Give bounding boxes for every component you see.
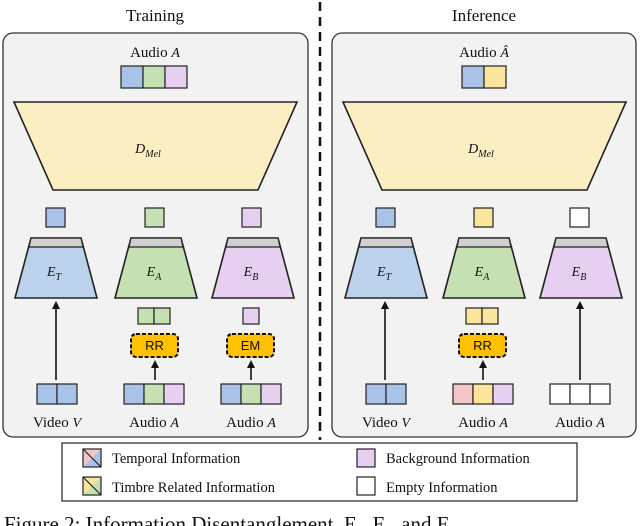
svg-text:EM: EM (241, 338, 261, 353)
training-top-audio-vector (120, 65, 188, 89)
inference-temporal-feature (375, 207, 396, 228)
inference-encoder-b-label: EB (571, 265, 587, 283)
training-input-label-video: Video V (33, 415, 83, 431)
figure-caption: Figure 2: Information Disentanglement. E… (4, 512, 450, 526)
training-decoder-label: DMel (134, 142, 161, 160)
training-timbre-feature (144, 207, 165, 228)
inference-decoder (341, 101, 628, 191)
legend-frame (61, 442, 578, 502)
svg-text:RR: RR (145, 338, 164, 353)
inference-encoder-t: ET (343, 237, 429, 299)
legend-timbre-swatch (82, 476, 102, 496)
inference-top-audio-vector (461, 65, 507, 89)
legend-background-swatch (356, 448, 376, 468)
inference-top-audio-label: Audio Â (459, 44, 509, 61)
legend-background-label: Background Information (386, 451, 531, 467)
training-rr-op: RR (130, 333, 179, 358)
inference-title: Inference (452, 6, 516, 25)
training-encoder-a-label: EA (146, 265, 163, 283)
training-timbre-mid-vector (137, 307, 171, 325)
inference-timbre-feature (473, 207, 494, 228)
training-decoder (12, 101, 299, 191)
inference-input-label-audio-a: Audio A (458, 415, 508, 431)
legend-temporal-swatch (82, 448, 102, 468)
inference-rr-op: RR (458, 333, 507, 358)
training-em-op: EM (226, 333, 275, 358)
training-title: Training (126, 6, 184, 25)
training-panel: Training Audio A DMel ET EA EB (2, 6, 309, 438)
training-top-audio-label: Audio A (130, 45, 180, 61)
inference-panel: Inference Audio Â DMel ET EA EB (331, 6, 637, 438)
training-encoder-t-label: ET (46, 265, 63, 283)
training-encoder-t: ET (13, 237, 99, 299)
inference-encoder-a-label: EA (474, 265, 491, 283)
inference-audio-input-vector-a (452, 383, 514, 405)
training-encoder-a: EA (113, 237, 199, 299)
training-temporal-feature (45, 207, 66, 228)
training-audio-input-vector-a (123, 383, 185, 405)
training-encoder-b-label: EB (243, 265, 259, 283)
inference-encoder-a: EA (441, 237, 527, 299)
inference-audio-input-vector-b (549, 383, 611, 405)
inference-input-label-video: Video V (362, 415, 412, 431)
training-background-feature (241, 207, 262, 228)
training-audio-input-vector-b (220, 383, 282, 405)
inference-video-input-vector (365, 383, 407, 405)
inference-timbre-mid-vector (465, 307, 499, 325)
training-encoder-b: EB (210, 237, 296, 299)
inference-encoder-t-label: ET (376, 265, 393, 283)
inference-encoder-b: EB (538, 237, 624, 299)
inference-panel-frame (331, 32, 637, 438)
training-input-label-audio-a: Audio A (129, 415, 179, 431)
svg-text:RR: RR (473, 338, 492, 353)
training-video-input-vector (36, 383, 78, 405)
legend: Temporal Information Timbre Related Info… (61, 442, 578, 502)
inference-decoder-label: DMel (467, 142, 494, 160)
legend-temporal-label: Temporal Information (112, 451, 241, 467)
legend-empty-swatch (356, 476, 376, 496)
training-background-mid-vector (242, 307, 260, 325)
legend-empty-label: Empty Information (386, 480, 498, 496)
inference-input-label-audio-b: Audio A (555, 415, 605, 431)
legend-timbre-label: Timbre Related Information (112, 480, 276, 496)
training-input-label-audio-b: Audio A (226, 415, 276, 431)
inference-empty-feature (569, 207, 590, 228)
